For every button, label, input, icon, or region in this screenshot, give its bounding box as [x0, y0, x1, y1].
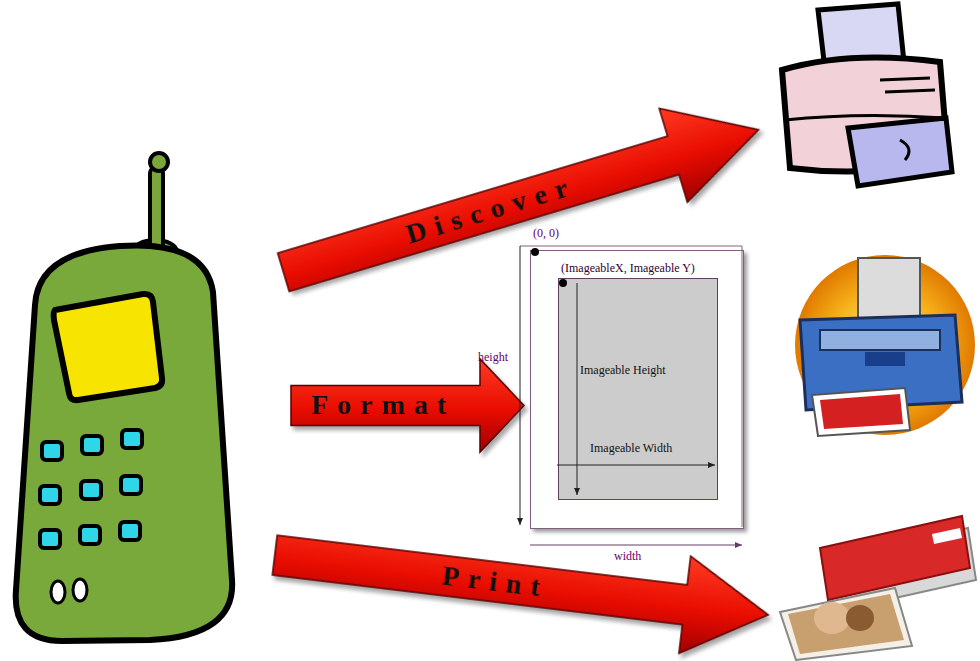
arrow-shape — [268, 507, 773, 661]
phone-illustration — [40, 430, 142, 548]
origin-label: (0, 0) — [533, 227, 559, 240]
step-label: Format — [312, 391, 456, 419]
phone-illustration — [81, 481, 101, 499]
printer-illustration — [932, 528, 962, 544]
phone-illustration — [122, 430, 142, 448]
printer-illustration — [814, 602, 850, 634]
printer-illustration — [848, 118, 952, 186]
phone-illustration — [150, 153, 168, 171]
dimension-label: height — [478, 350, 508, 365]
printer-illustration — [780, 588, 912, 660]
printer-illustration — [812, 388, 910, 436]
imageable-area: (ImageableX, Imageable Y)Imageable Heigh… — [558, 278, 718, 500]
corner-label: (ImageableX, Imageable Y) — [561, 262, 695, 275]
phone-illustration — [73, 579, 87, 601]
dimension-label: Imageable Height — [580, 364, 666, 377]
printer-illustration — [795, 255, 975, 436]
phone-illustration — [40, 530, 60, 548]
printer-illustration — [788, 594, 904, 654]
phone-illustration — [16, 153, 232, 641]
phone-illustration — [150, 168, 163, 252]
measure-lines — [520, 246, 521, 525]
phone-illustration — [120, 522, 140, 540]
phone-illustration — [82, 436, 102, 454]
page-outline: (0, 0)(ImageableX, Imageable Y)Imageable… — [530, 250, 744, 529]
printer-illustration — [782, 4, 952, 186]
printer-illustration — [865, 352, 905, 366]
printer-illustration — [795, 255, 975, 435]
measure-lines — [530, 545, 742, 546]
printer-illustration — [820, 394, 903, 429]
phone-illustration — [54, 294, 162, 400]
printer-illustration — [780, 516, 976, 660]
dimension-label: Imageable Width — [590, 442, 672, 455]
printer-illustration — [820, 330, 940, 350]
dimension-label: width — [614, 549, 641, 564]
phone-illustration — [121, 476, 141, 494]
phone-illustration — [80, 526, 100, 544]
printer-illustration — [858, 258, 920, 318]
printer-illustration — [900, 140, 909, 160]
printer-illustration — [880, 78, 935, 92]
printer-illustration — [846, 605, 874, 631]
phone-illustration — [16, 245, 232, 641]
arrow-shape — [291, 359, 524, 452]
step-arrow: Format — [290, 358, 525, 453]
phone-illustration — [42, 442, 62, 460]
phone-illustration — [51, 581, 65, 603]
phone-illustration — [40, 486, 60, 504]
